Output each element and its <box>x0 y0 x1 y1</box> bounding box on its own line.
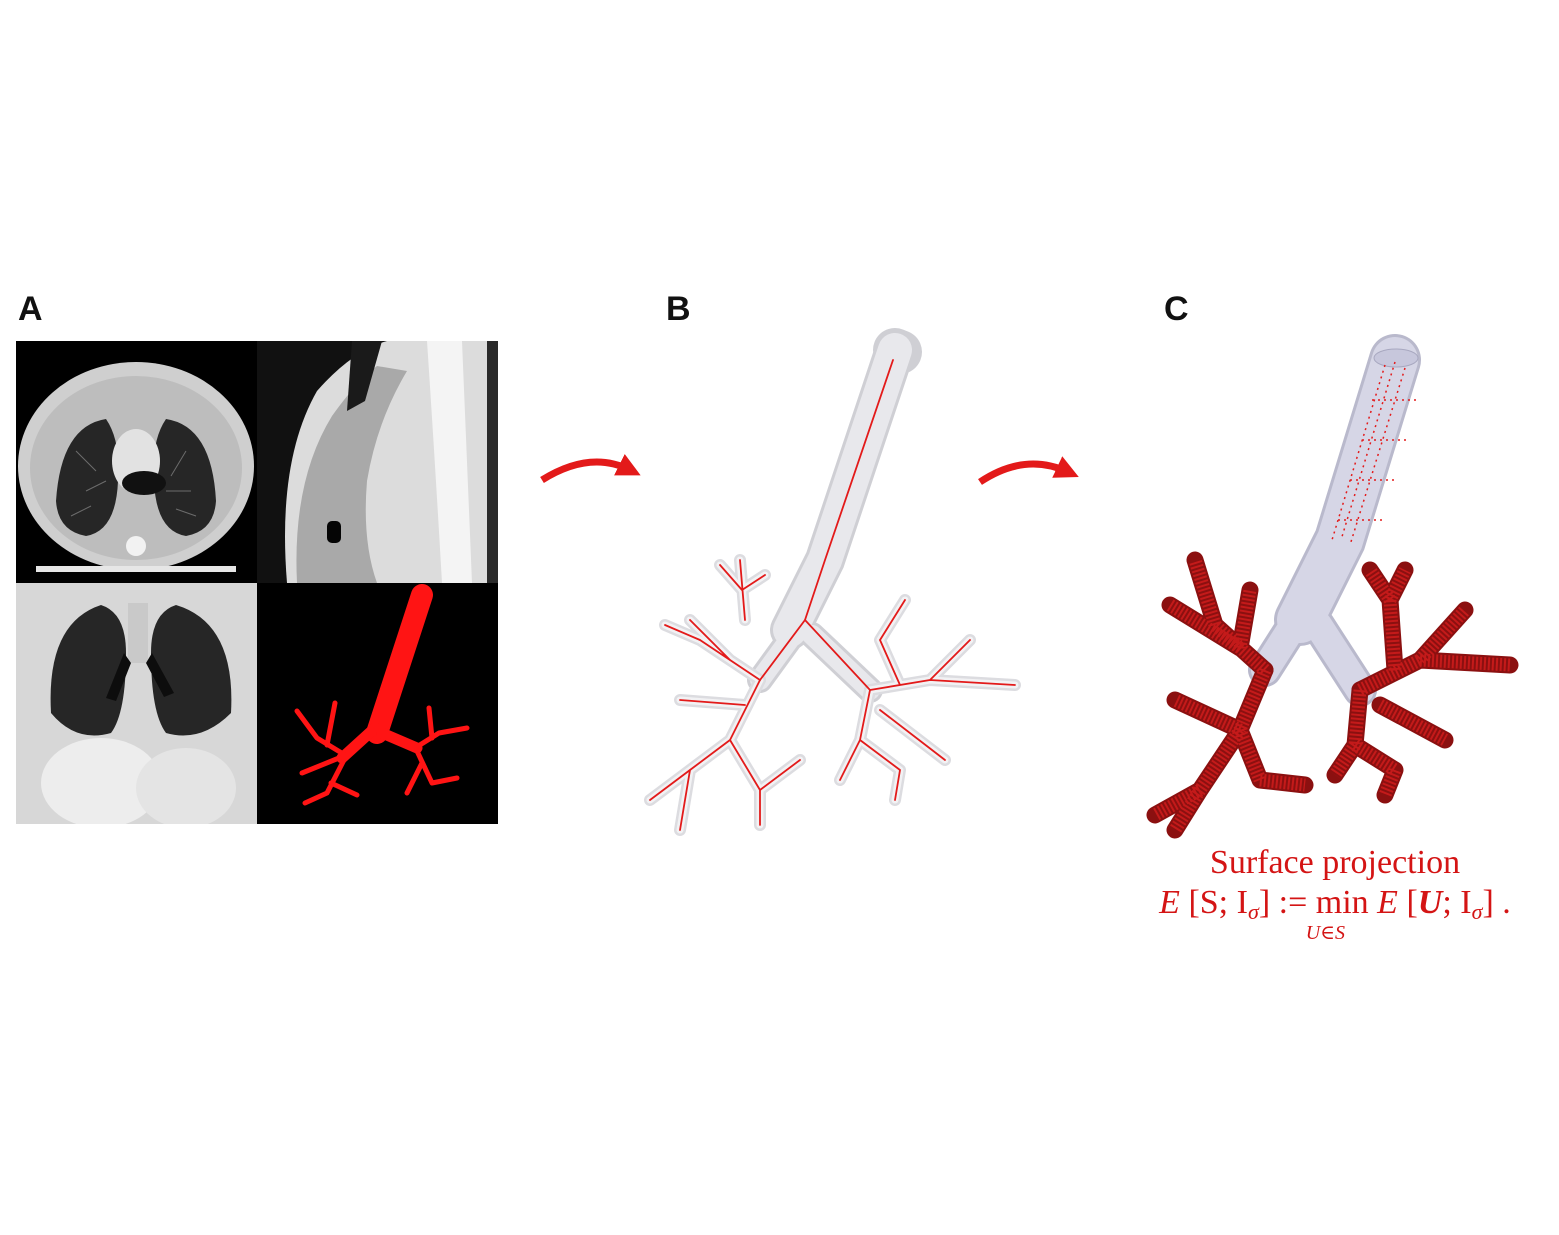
formula-rhs-sep: ; I <box>1442 884 1472 921</box>
ct-coronal-view <box>16 583 257 824</box>
ct-sagittal-view <box>257 341 498 583</box>
formula-rhs-energy: E <box>1377 884 1398 921</box>
formula-lhs-energy: E <box>1159 884 1180 921</box>
formula-rhs-u: U <box>1417 884 1443 921</box>
airway-centerline-model <box>644 328 1021 836</box>
formula-rhs-sigma: σ <box>1471 899 1483 924</box>
ct-segmentation-view <box>257 583 498 824</box>
ct-image-grid <box>16 341 498 824</box>
panel-label-a: A <box>18 290 43 328</box>
formula-min-subscript: U∈S <box>1305 922 1346 944</box>
panel-label-b: B <box>666 290 691 328</box>
formula-lhs-args: [S; I <box>1188 884 1248 921</box>
arrow-b-to-c <box>978 456 1079 485</box>
caption-title: Surface projection <box>1209 844 1461 881</box>
formula-min: min <box>1315 884 1369 921</box>
formula-rhs-open: [ <box>1406 884 1418 921</box>
formula-rhs-close: ] . <box>1482 884 1511 921</box>
arrow-a-to-b <box>540 454 641 483</box>
surface-projection-model <box>1146 334 1519 839</box>
panel-label-c: C <box>1164 290 1189 328</box>
formula-assign: ] := <box>1258 884 1308 921</box>
formula-lhs-sigma: σ <box>1247 899 1259 924</box>
ct-axial-view <box>16 341 257 583</box>
